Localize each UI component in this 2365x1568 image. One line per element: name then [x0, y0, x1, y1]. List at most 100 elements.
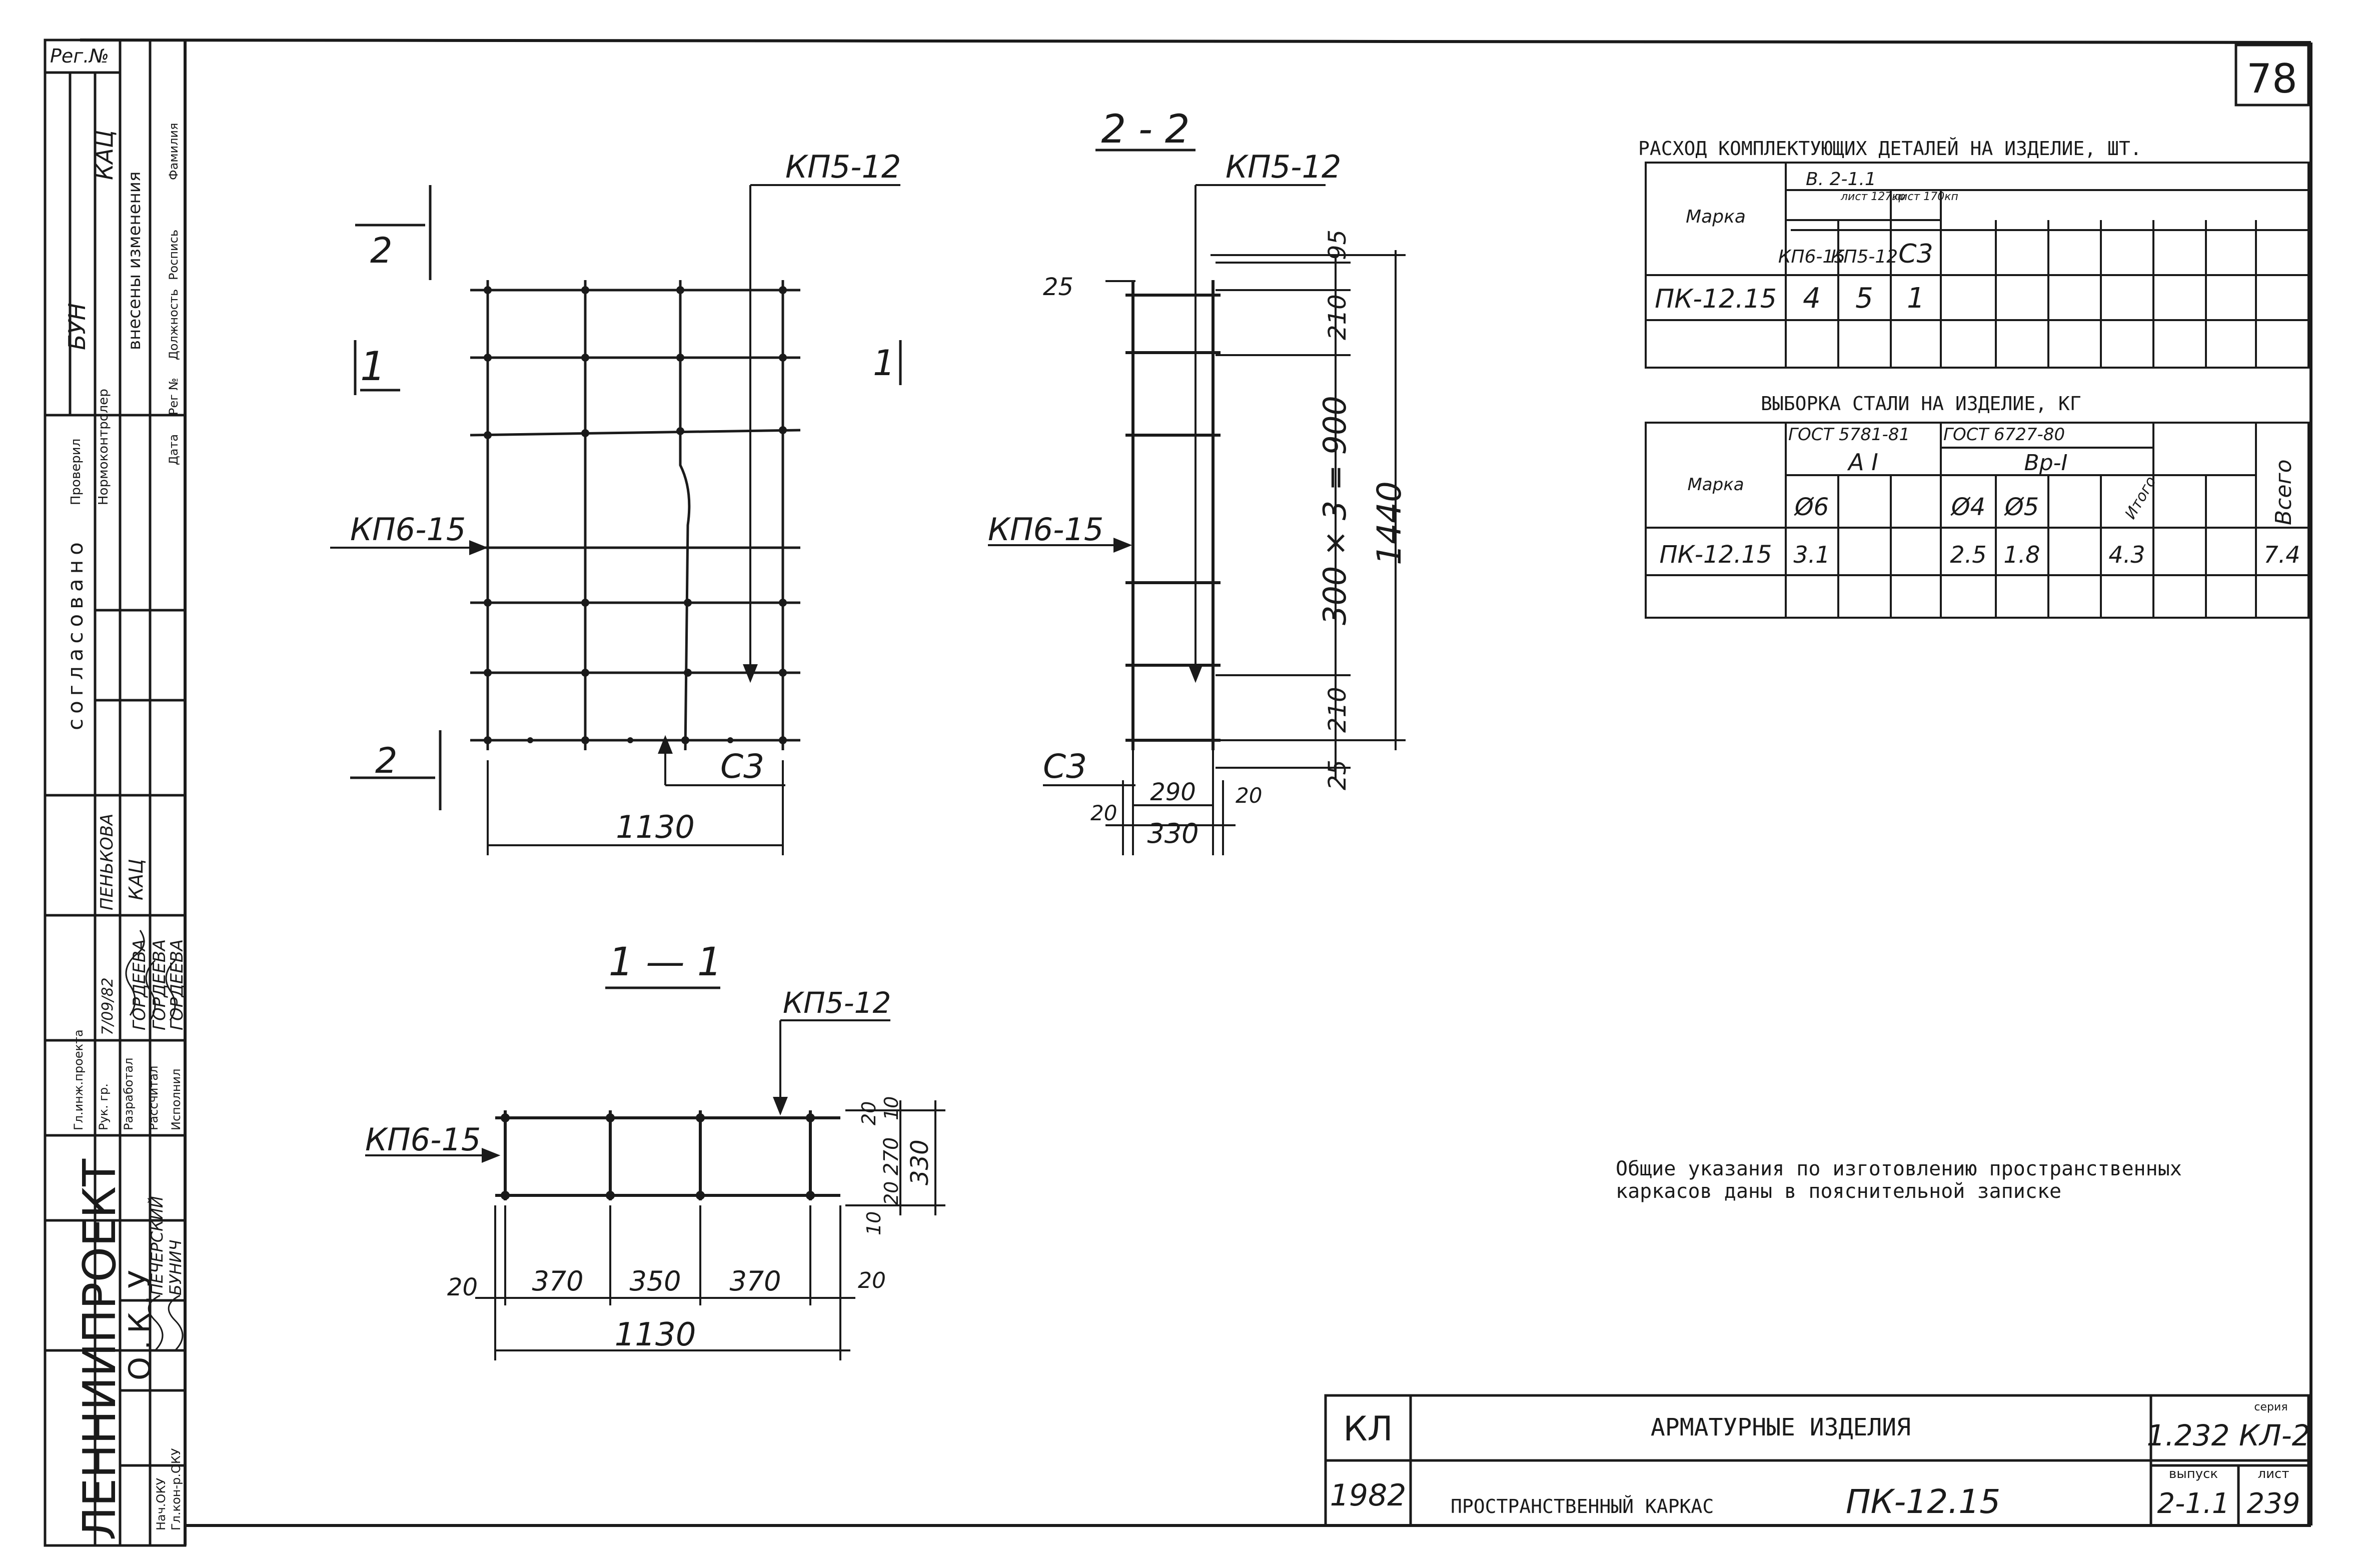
- parts-sheet-a: лист 127кр: [1840, 191, 1906, 203]
- name-pechersky: ПЕЧЕРСКИЙ: [148, 1196, 167, 1295]
- date-stamp: 7/09/82: [99, 977, 117, 1035]
- steel-table: ВЫБОРКА СТАЛИ НА ИЗДЕЛИЕ, КГ Марка ГОСТ …: [1645, 393, 2309, 619]
- dim-22-20-right: 20: [1236, 783, 1262, 808]
- steel-class-1: А I: [1847, 449, 1878, 476]
- title-block: КЛ 1982 АРМАТУРНЫЕ ИЗДЕЛИЯ ПРОСТРАНСТВЕН…: [1324, 1394, 2310, 1527]
- org-name: ЛЕННИИПРОЕКТ: [74, 1158, 126, 1540]
- parts-col-kp5: КП5-12: [1831, 247, 1898, 267]
- parts-table: РАСХОД КОМПЛЕКТУЮЩИХ ДЕТАЛЕЙ НА ИЗДЕЛИЕ,…: [1638, 138, 2309, 369]
- name-kac: КАЦ: [125, 859, 147, 900]
- elevation-width: 1130: [616, 809, 695, 845]
- steel-val-d4: 2.5: [1950, 541, 1986, 568]
- dim-22-25-top: 25: [1043, 273, 1073, 301]
- changes-col-position: Должность: [167, 289, 181, 360]
- parts-sheet-b: лист 170кп: [1893, 191, 1958, 203]
- steel-val-d6: 3.1: [1793, 541, 1830, 568]
- steel-gost-2: ГОСТ 6727-80: [1943, 425, 2065, 445]
- changes-col-date: Дата: [167, 434, 181, 465]
- section-22-title: 2 - 2: [1101, 107, 1190, 152]
- parts-val-c3: 1: [1907, 282, 1925, 315]
- cut-1-left: 1: [360, 343, 386, 390]
- dim-11-350: 350: [629, 1265, 681, 1297]
- parts-col-c3: С3: [1898, 239, 1933, 269]
- dim-11-370-right: 370: [729, 1265, 781, 1297]
- role-dept-head: Нач.ОКУ: [154, 1478, 168, 1530]
- parts-group-label: В. 2-1.1: [1806, 169, 1876, 190]
- steel-table-title: ВЫБОРКА СТАЛИ НА ИЗДЕЛИЕ, КГ: [1761, 393, 2081, 415]
- cut-2-bottom: 2: [375, 740, 398, 781]
- dim-22-290: 290: [1150, 778, 1196, 806]
- changes-header: внесены изменения: [125, 172, 145, 350]
- parts-val-kp5: 5: [1855, 282, 1873, 315]
- kac-signature: КАЦ: [91, 130, 118, 180]
- parts-col-kp6: КП6-15: [1778, 247, 1845, 267]
- steel-class-2: Вр-I: [2024, 450, 2068, 476]
- steel-val-itogo: 4.3: [2108, 541, 2145, 568]
- dim-11-1130: 1130: [615, 1316, 696, 1353]
- dim-11-v-10-bottom: 10: [863, 1211, 885, 1235]
- section-2-2: 2 - 2 КП5-12 КП6-15 С3: [988, 107, 1409, 855]
- agreed-label: согласовано: [63, 537, 88, 730]
- role-chief-engineer: Гл.инж.проекта: [72, 1029, 86, 1130]
- dim-22-1440: 1440: [1370, 481, 1409, 565]
- dim-22-330: 330: [1147, 818, 1199, 849]
- dim-11-v-20-bottom: 20: [880, 1181, 902, 1205]
- section-22-kp6-label: КП6-15: [988, 511, 1103, 548]
- elevation-kp6-label: КП6-15: [350, 511, 466, 548]
- steel-val-d5: 1.8: [2003, 541, 2040, 568]
- role-executed: Исполнил: [169, 1069, 183, 1131]
- parts-row-mark: ПК-12.15: [1655, 284, 1777, 314]
- dim-11-v-270: 270: [880, 1137, 903, 1175]
- elevation-c3-label: С3: [720, 747, 764, 786]
- role-group-head: Рук. гр.: [97, 1083, 111, 1130]
- steel-col-vsego: Всего: [2271, 460, 2296, 525]
- signature-scribbles: [125, 930, 184, 1351]
- buh-signature: БУН: [64, 303, 91, 350]
- elevation-width-dim: [487, 760, 784, 855]
- title-series: 1.232 КЛ-2: [2146, 1418, 2310, 1452]
- dept-name: О.К.У: [123, 1263, 158, 1380]
- name-penkova: ПЕНЬКОВА: [97, 814, 117, 910]
- title-mark: ПК-12.15: [1846, 1482, 2000, 1521]
- role-calculated: Рассчитал: [147, 1066, 161, 1130]
- steel-col-d5: Ø5: [2004, 493, 2039, 521]
- title-code: КЛ: [1343, 1409, 1393, 1449]
- section-1-1: 1 — 1 КП5-12 КП6-15: [365, 940, 945, 1360]
- dim-22-210-bottom: 210: [1324, 687, 1352, 733]
- title-subtitle: ПРОСТРАНСТВЕННЫЙ КАРКАС: [1451, 1495, 1714, 1517]
- role-chief-designer: Гл.кон-р.ОКУ: [169, 1448, 183, 1530]
- dim-11-20-right: 20: [858, 1268, 886, 1293]
- section-11-kp5-label: КП5-12: [783, 986, 891, 1020]
- title-year: 1982: [1330, 1478, 1407, 1513]
- changes-col-reg: Рег №: [167, 378, 181, 415]
- weld-dots: [484, 286, 787, 744]
- dim-11-v-10-top: 10: [880, 1096, 902, 1120]
- note-line-1: Общие указания по изготовлению пространс…: [1616, 1157, 2182, 1180]
- dim-22-210-top: 210: [1324, 294, 1352, 340]
- steel-mark-header: Марка: [1687, 475, 1744, 495]
- dim-11-v-330: 330: [906, 1139, 934, 1185]
- general-note: Общие указания по изготовлению пространс…: [1616, 1157, 2182, 1203]
- section-cut-marks: [350, 185, 902, 810]
- reg-no-label: Рег.№: [50, 45, 109, 67]
- steel-val-vsego: 7.4: [2263, 541, 2300, 568]
- dim-11-20-left: 20: [447, 1273, 478, 1301]
- title-sheet-label: лист: [2258, 1466, 2289, 1481]
- steel-gost-1: ГОСТ 5781-81: [1788, 425, 1910, 445]
- sheet-number: 78: [2246, 56, 2297, 102]
- section-11-title: 1 — 1: [609, 940, 722, 985]
- title-issue: 2-1.1: [2157, 1487, 2230, 1520]
- title-sheet: 239: [2247, 1487, 2300, 1520]
- note-line-2: каркасов даны в пояснительной записке: [1616, 1180, 2061, 1203]
- dim-22-25-bottom: 25: [1324, 760, 1352, 790]
- name-bunich: БУНИЧ: [166, 1240, 185, 1295]
- parts-table-title: РАСХОД КОМПЛЕКТУЮЩИХ ДЕТАЛЕЙ НА ИЗДЕЛИЕ,…: [1638, 138, 2142, 160]
- changes-col-surname: Фамилия: [167, 123, 181, 180]
- check-row-checked: Проверил: [69, 439, 84, 505]
- name-gordeeva-3: ГОРДЕЕВА: [167, 939, 187, 1030]
- check-row-normcontrol: Нормоконтролер: [96, 389, 111, 505]
- elevation-kp5-label: КП5-12: [785, 149, 901, 185]
- parts-val-kp6: 4: [1803, 282, 1821, 315]
- title-main: АРМАТУРНЫЕ ИЗДЕЛИЯ: [1651, 1413, 1911, 1441]
